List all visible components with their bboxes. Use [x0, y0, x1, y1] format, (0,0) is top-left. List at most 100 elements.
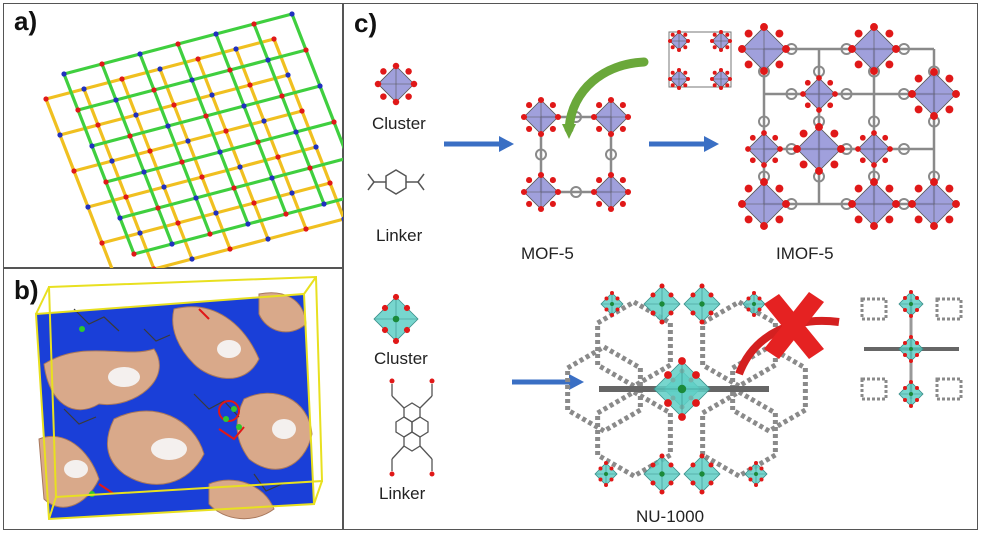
oxygen-atom	[380, 93, 387, 100]
oxygen-atom	[748, 477, 753, 482]
linker-ring	[758, 115, 770, 128]
mof5-structure	[520, 96, 632, 213]
lattice-node	[331, 119, 337, 125]
nu1000-linker-icon	[391, 384, 433, 471]
oxygen-atom	[914, 105, 923, 114]
lattice-strut	[177, 211, 217, 225]
oxygen-atom	[668, 462, 674, 468]
lattice-strut	[177, 32, 217, 46]
oxygen-atom	[668, 77, 672, 81]
oxygen-atom	[659, 489, 665, 495]
lattice-strut	[139, 42, 179, 56]
metal-cluster	[668, 30, 690, 52]
lattice-strut	[228, 69, 246, 107]
oxygen-atom	[830, 160, 839, 169]
oxygen-atom	[760, 23, 768, 31]
oxygen-atom	[800, 91, 806, 97]
top-cluster-label: Cluster	[372, 114, 426, 133]
oxygen-atom	[761, 162, 767, 168]
oxygen-atom	[903, 341, 907, 345]
oxygen-atom	[604, 461, 608, 465]
zr-cluster	[653, 357, 711, 421]
oxygen-atom	[816, 107, 822, 113]
oxygen-atom	[885, 29, 894, 38]
oxygen-atom	[859, 134, 866, 141]
panel-c-label: c)	[354, 8, 378, 38]
lattice-node	[203, 113, 209, 119]
oxygen-atom	[699, 489, 705, 495]
oxygen-atom	[754, 483, 758, 487]
mof5-arrows	[444, 136, 719, 152]
oxygen-atom	[930, 112, 938, 120]
oxygen-atom	[670, 32, 675, 37]
lattice-strut	[115, 88, 155, 102]
lattice-strut	[153, 78, 193, 92]
oxygen-atom	[775, 184, 784, 193]
oxygen-atom	[882, 134, 889, 141]
lattice-node	[175, 220, 181, 226]
oxygen-atom	[677, 30, 681, 34]
lattice-node	[57, 132, 63, 138]
oxygen-atom	[392, 293, 400, 301]
lattice-strut	[181, 150, 221, 164]
oxygen-atom	[952, 90, 960, 98]
lattice-node	[299, 108, 305, 114]
lattice-strut	[204, 115, 222, 153]
green-framework	[61, 11, 365, 257]
oxygen-atom	[537, 130, 545, 138]
lattice-strut	[219, 140, 259, 154]
oxygen-atom	[754, 461, 758, 465]
lattice-strut	[263, 109, 303, 123]
lattice-node	[157, 66, 163, 72]
zr-cluster	[898, 290, 924, 318]
lattice-strut	[153, 257, 193, 271]
lattice-strut	[247, 212, 287, 226]
oxygen-atom	[772, 157, 779, 164]
oxygen-atom	[659, 283, 665, 289]
mof5-linker-icon	[367, 169, 425, 195]
lattice-node	[199, 174, 205, 180]
oxygen-atom	[607, 96, 615, 104]
mof5-small-inset	[668, 30, 732, 90]
lattice-strut	[97, 113, 137, 127]
lattice-strut	[209, 222, 249, 236]
oxygen-atom	[690, 310, 696, 316]
oxygen-atom	[710, 39, 714, 43]
oxygen-atom	[650, 480, 656, 486]
oxygen-atom	[708, 480, 714, 486]
lattice-strut	[167, 114, 207, 128]
lattice-node	[265, 236, 271, 242]
lattice-strut	[194, 197, 212, 235]
lattice-node	[213, 210, 219, 216]
hexagonal-channel	[565, 344, 643, 434]
oxygen-atom	[752, 313, 756, 317]
bottom-linker-label: Linker	[379, 484, 426, 503]
lattice-node	[95, 122, 101, 128]
oxygen-atom	[775, 29, 784, 38]
linker-ring	[935, 297, 963, 321]
lattice-node	[321, 201, 327, 207]
interpenetrated-framework-illustration	[43, 11, 365, 282]
zr-cluster	[373, 293, 419, 345]
metal-cluster	[908, 178, 960, 230]
oxygen-atom	[827, 102, 834, 109]
lattice-node	[85, 204, 91, 210]
metal-atom	[610, 302, 614, 306]
lattice-strut	[114, 99, 132, 137]
lattice-node	[233, 46, 239, 52]
lattice-node	[213, 31, 219, 37]
oxygen-atom	[752, 291, 756, 295]
lattice-strut	[291, 181, 331, 195]
oxygen-atom	[670, 70, 675, 75]
metal-cluster	[745, 130, 783, 168]
oxygen-atom	[870, 222, 878, 230]
lattice-strut	[173, 93, 213, 107]
unit-cell-box	[34, 275, 324, 521]
lattice-node	[71, 168, 77, 174]
oxygen-atom	[738, 45, 746, 53]
lattice-strut	[214, 33, 232, 71]
lattice-node	[119, 76, 125, 82]
lattice-node	[251, 21, 257, 27]
oxygen-atom	[759, 477, 764, 482]
oxygen-atom	[909, 314, 913, 318]
